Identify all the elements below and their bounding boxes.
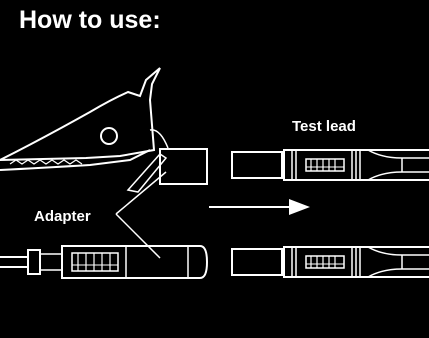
adapter-plug-icon	[0, 245, 209, 279]
test-lead-label: Test lead	[292, 118, 356, 135]
test-lead-lower	[231, 246, 429, 278]
alligator-clip-icon	[0, 67, 208, 193]
adapter-leader-lines	[115, 171, 167, 259]
right-arrow-icon	[209, 199, 310, 215]
page-title: How to use:	[19, 6, 161, 34]
adapter-label: Adapter	[34, 208, 91, 225]
test-lead-upper	[231, 149, 429, 181]
